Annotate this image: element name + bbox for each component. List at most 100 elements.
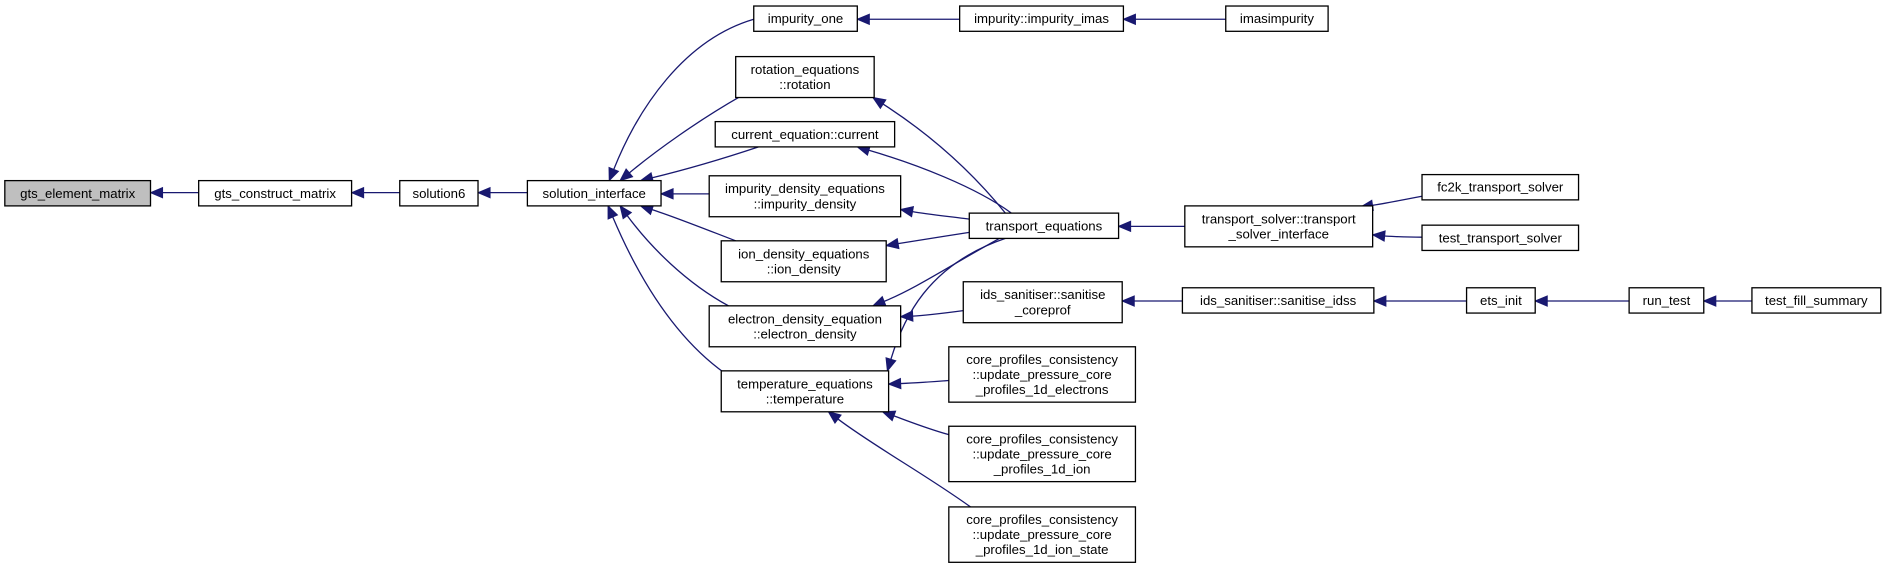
- arrowhead-icon: [1122, 13, 1136, 26]
- node-label: current_equation::current: [731, 127, 879, 142]
- call-edge-n14-to-n9: [899, 310, 964, 322]
- node-box: [198, 179, 353, 207]
- graph-node-ion-density-equations-ion-density[interactable]: ion_density_equations::ion_density: [720, 240, 887, 283]
- arrowhead-icon: [885, 357, 897, 373]
- graph-node-run-test[interactable]: run_test: [1628, 287, 1705, 314]
- edge-line: [912, 211, 970, 220]
- graph-node-temperature-equations-temperature[interactable]: temperature_equations::temperature: [720, 370, 890, 413]
- arrowhead-icon: [619, 204, 633, 220]
- node-label: transport_equations: [986, 218, 1103, 233]
- graph-node-ids-sanitiser-sanitise-idss[interactable]: ids_sanitiser::sanitise_idss: [1181, 287, 1375, 314]
- graph-node-impurity-one[interactable]: impurity_one: [753, 5, 858, 32]
- node-label: electron_density_equation: [728, 311, 882, 326]
- arrowhead-icon: [1371, 230, 1386, 242]
- graph-node-test-fill-summary[interactable]: test_fill_summary: [1751, 287, 1882, 314]
- graph-node-rotation-equations-rotation[interactable]: rotation_equations::rotation: [735, 55, 875, 99]
- node-label: gts_element_matrix: [20, 186, 135, 201]
- call-edge-n12-to-n11: [1122, 13, 1226, 26]
- graph-node-impurity-impurity-imas[interactable]: impurity::impurity_imas: [959, 5, 1125, 32]
- node-label: impurity_one: [768, 11, 844, 26]
- call-edge-n5-to-n3: [619, 95, 741, 182]
- node-label: ::impurity_density: [754, 196, 857, 211]
- node-label: ::ion_density: [767, 261, 841, 276]
- arrowhead-icon: [856, 13, 870, 26]
- graph-node-solution6[interactable]: solution6: [399, 179, 479, 207]
- call-edge-n13-to-n7: [899, 206, 970, 220]
- arrowhead-icon: [871, 295, 887, 307]
- node-label: _solver_interface: [1228, 226, 1329, 241]
- graph-node-transport-solver-transport-solver-interface[interactable]: transport_solver::transport_solver_inter…: [1184, 205, 1374, 248]
- edge-line: [882, 103, 1006, 214]
- graph-node-impurity-density-equations-impurity-density[interactable]: impurity_density_equations::impurity_den…: [708, 175, 902, 218]
- node-box: [753, 5, 858, 32]
- graph-node-core-profiles-consistency-update-pressure-core-profiles-1d-electrons[interactable]: core_profiles_consistency::update_pressu…: [948, 346, 1137, 403]
- node-box: [1421, 173, 1580, 201]
- graph-node-core-profiles-consistency-update-pressure-core-profiles-1d-ion[interactable]: core_profiles_consistency::update_pressu…: [948, 425, 1137, 483]
- node-label: ::temperature: [766, 391, 844, 406]
- node-box: [959, 5, 1125, 32]
- arrowhead-icon: [887, 377, 902, 390]
- edge-line: [900, 379, 949, 385]
- node-label: test_fill_summary: [1765, 293, 1868, 308]
- graph-node-imasimpurity[interactable]: imasimpurity: [1225, 5, 1329, 32]
- edge-line: [897, 231, 970, 245]
- graph-node-solution-interface[interactable]: solution_interface: [526, 179, 662, 207]
- graph-node-gts-construct-matrix[interactable]: gts_construct_matrix: [198, 179, 353, 207]
- node-box: [1465, 287, 1536, 314]
- edge-line: [1384, 235, 1423, 238]
- node-label: _profiles_1d_ion_state: [975, 542, 1109, 557]
- graph-node-transport-equations[interactable]: transport_equations: [968, 212, 1120, 240]
- node-box: [948, 346, 1137, 403]
- edge-line: [893, 415, 949, 436]
- arrowhead-icon: [659, 188, 674, 200]
- edge-layer: [149, 13, 1752, 508]
- arrowhead-icon: [881, 410, 897, 422]
- node-label: _profiles_1d_ion: [993, 461, 1091, 476]
- graph-node-ids-sanitiser-sanitise-coreprof[interactable]: ids_sanitiser::sanitise_coreprof: [962, 281, 1123, 324]
- node-label: gts_construct_matrix: [214, 186, 336, 201]
- node-label: core_profiles_consistency: [966, 431, 1118, 446]
- node-label: rotation_equations: [751, 62, 860, 77]
- node-label: _profiles_1d_electrons: [975, 382, 1109, 397]
- node-label: test_transport_solver: [1439, 230, 1563, 245]
- call-edge-n23-to-n22: [1533, 295, 1630, 307]
- node-label: impurity_density_equations: [725, 181, 885, 196]
- node-box: [968, 212, 1120, 240]
- edge-line: [912, 310, 964, 317]
- arrowhead-icon: [1372, 295, 1387, 307]
- graph-node-core-profiles-consistency-update-pressure-core-profiles-1d-ion-state[interactable]: core_profiles_consistency::update_pressu…: [948, 506, 1137, 563]
- node-label: fc2k_transport_solver: [1437, 180, 1564, 195]
- call-edge-n13-to-n8: [884, 231, 970, 250]
- node-label: imasimpurity: [1240, 11, 1314, 26]
- call-edge-n21-to-n18: [1371, 230, 1423, 242]
- arrowhead-icon: [1120, 295, 1135, 307]
- call-edge-n11-to-n4: [856, 13, 960, 26]
- node-box: [708, 305, 902, 348]
- node-box: [1751, 287, 1882, 314]
- call-edge-n13-to-n5: [871, 96, 1006, 214]
- node-label: ::update_pressure_core: [972, 527, 1111, 542]
- edge-line: [613, 18, 754, 170]
- node-label: run_test: [1643, 293, 1691, 308]
- arrowhead-icon: [350, 186, 365, 199]
- node-label: solution6: [412, 186, 465, 201]
- call-edge-n1-to-n0: [149, 186, 199, 199]
- graph-node-current-equation-current[interactable]: current_equation::current: [714, 120, 896, 148]
- graph-node-fc2k-transport-solver[interactable]: fc2k_transport_solver: [1421, 173, 1580, 201]
- arrowhead-icon: [899, 310, 914, 322]
- arrowhead-icon: [827, 411, 842, 424]
- arrowhead-icon: [1702, 295, 1717, 307]
- graph-node-test-transport-solver[interactable]: test_transport_solver: [1421, 224, 1580, 252]
- node-label: solution_interface: [543, 186, 646, 201]
- edge-line: [652, 146, 759, 179]
- node-label: ::update_pressure_core: [972, 446, 1111, 461]
- call-edge-n7-to-n3: [659, 188, 710, 200]
- graph-node-electron-density-equation-electron-density[interactable]: electron_density_equation::electron_dens…: [708, 305, 902, 348]
- call-edge-n19-to-n14: [1120, 295, 1183, 307]
- node-box: [4, 179, 152, 207]
- graph-node-ets-init[interactable]: ets_init: [1465, 287, 1536, 314]
- edge-line: [626, 215, 729, 307]
- node-box: [1628, 287, 1705, 314]
- arrowhead-icon: [608, 166, 620, 182]
- node-box: [962, 281, 1123, 324]
